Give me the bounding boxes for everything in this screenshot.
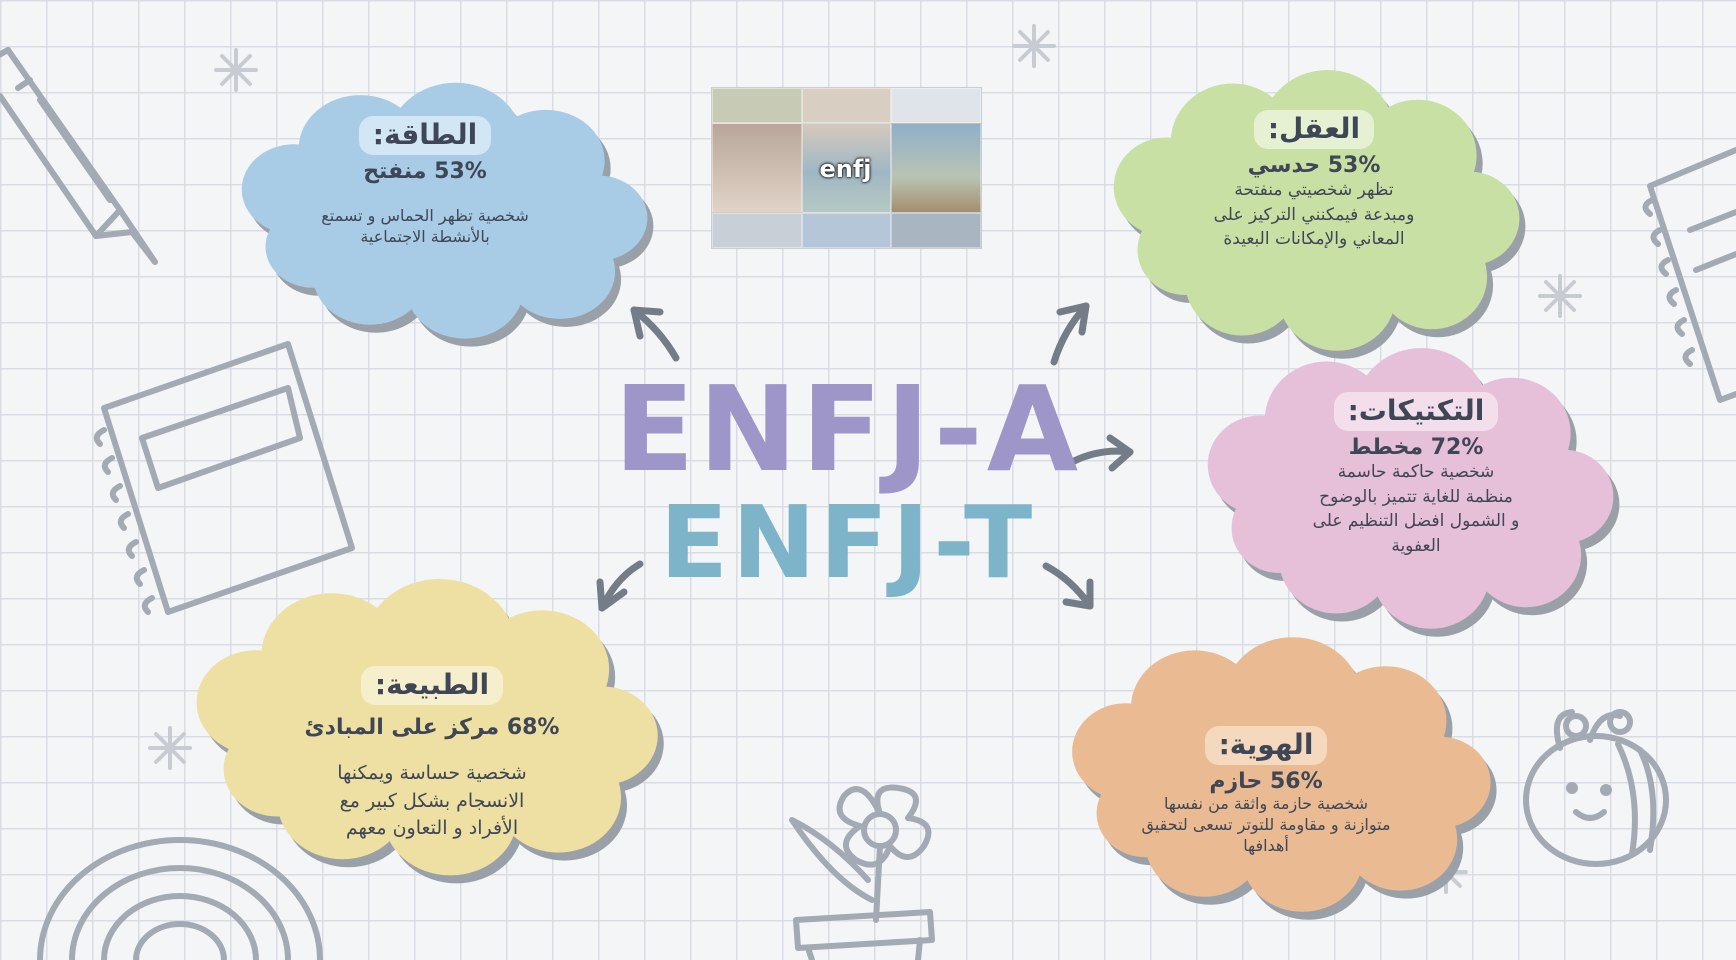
nature-desc-line: الأفراد و التعاون معهم	[345, 817, 519, 840]
aesthetic-collage-image	[711, 87, 982, 249]
mind-card: العقل: 53% حدسي تظهر شخصيتي منفتحة ومبدع…	[1164, 110, 1464, 252]
nature-desc-line: الانسجام بشكل كبير مع	[339, 789, 525, 812]
energy-percent-value: 53%	[434, 159, 487, 184]
tactics-desc-line: شخصية حاكمة حاسمة	[1337, 462, 1495, 482]
identity-description: شخصية حازمة واثقة من نفسها متوازنة و مقا…	[1116, 794, 1416, 856]
pencil-icon	[0, 47, 158, 265]
identity-desc-line: متوازنة و مقاومة للتوتر تسعى لتحقيق	[1141, 814, 1391, 834]
tactics-desc-line: منظمة للغاية تتميز بالوضوح	[1319, 486, 1513, 507]
energy-desc-line: شخصية تظهر الحماس و تسمتع	[321, 206, 529, 225]
collage-caption: enfj	[819, 155, 872, 183]
nature-percent: 68% مركز على المبادئ	[282, 715, 582, 740]
nature-title: الطبيعة:	[360, 666, 504, 705]
arrow-to-mind-icon	[1050, 302, 1090, 366]
energy-description: شخصية تظهر الحماس و تسمتع بالأنشطة الاجت…	[290, 206, 560, 248]
tactics-trait: مخطط	[1348, 435, 1424, 460]
energy-desc-line: بالأنشطة الاجتماعية	[360, 226, 490, 246]
notebook-right-icon	[1642, 147, 1736, 403]
tactics-description: شخصية حاكمة حاسمة منظمة للغاية تتميز بال…	[1266, 460, 1566, 559]
mind-desc-line: المعاني والإمكانات البعيدة	[1223, 229, 1405, 250]
enfj-a-heading: ENFJ-A	[613, 360, 1083, 498]
nature-card: الطبيعة: 68% مركز على المبادئ شخصية حساس…	[282, 666, 582, 843]
nature-description: شخصية حساسة ويمكنها الانسجام بشكل كبير م…	[282, 760, 582, 843]
nature-desc-line: شخصية حساسة ويمكنها	[337, 762, 527, 784]
bee-icon	[1523, 709, 1669, 867]
tactics-desc-line: العفوية	[1391, 535, 1441, 556]
tactics-desc-line: و الشمول افضل التنظيم على	[1312, 511, 1520, 532]
identity-trait: حازم	[1209, 769, 1263, 794]
mind-desc-line: ومبدعة فيمكنني التركيز على	[1213, 204, 1415, 225]
energy-card: الطاقة: 53% منفتح شخصية تظهر الحماس و تس…	[290, 116, 560, 248]
identity-percent: 56% حازم	[1116, 769, 1416, 794]
tactics-card: التكتيكات: 72% مخطط شخصية حاكمة حاسمة من…	[1266, 392, 1566, 559]
mind-percent-value: 53%	[1327, 153, 1381, 178]
energy-trait: منفتح	[363, 159, 427, 184]
notebook-icon	[93, 341, 355, 615]
arrow-to-nature-icon	[596, 560, 644, 612]
arrow-to-identity-icon	[1042, 562, 1094, 610]
mind-percent: 53% حدسي	[1164, 153, 1464, 178]
arrow-to-tactics-icon	[1068, 434, 1134, 472]
flower-icon	[789, 784, 935, 960]
mind-trait: حدسي	[1247, 153, 1321, 178]
identity-title: الهوية:	[1204, 726, 1328, 765]
identity-desc-line: أهدافها	[1243, 835, 1289, 855]
arrow-to-energy-icon	[630, 306, 680, 362]
rainbow-icon	[37, 837, 323, 960]
identity-card: الهوية: 56% حازم شخصية حازمة واثقة من نف…	[1116, 726, 1416, 856]
enfj-t-heading: ENFJ-T	[659, 484, 1037, 601]
tactics-percent: 72% مخطط	[1266, 435, 1566, 460]
tactics-title: التكتيكات:	[1333, 392, 1499, 431]
nature-trait: مركز على المبادئ	[304, 715, 500, 740]
mind-description: تظهر شخصيتي منفتحة ومبدعة فيمكنني التركي…	[1164, 178, 1464, 252]
mind-desc-line: تظهر شخصيتي منفتحة	[1234, 180, 1394, 200]
energy-title: الطاقة:	[358, 116, 492, 155]
identity-percent-value: 56%	[1269, 769, 1323, 794]
identity-desc-line: شخصية حازمة واثقة من نفسها	[1163, 794, 1369, 813]
mind-title: العقل:	[1253, 110, 1375, 149]
energy-percent: 53% منفتح	[290, 159, 560, 184]
tactics-percent-value: 72%	[1430, 435, 1484, 460]
nature-percent-value: 68%	[506, 715, 560, 740]
